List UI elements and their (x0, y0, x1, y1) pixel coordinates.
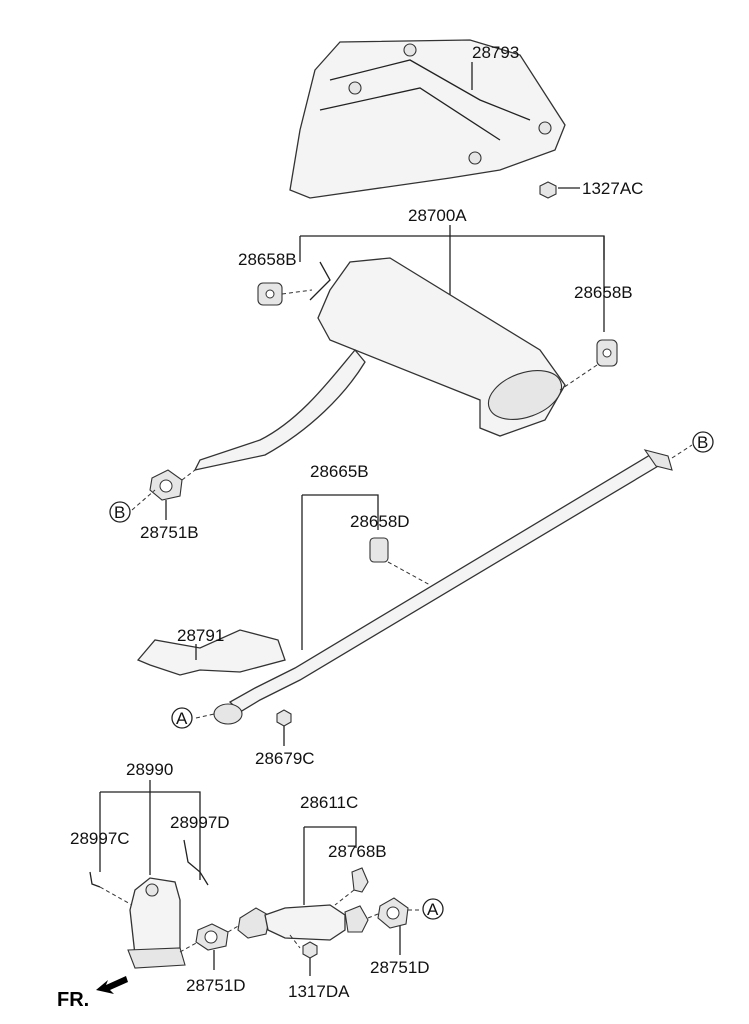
label-1317DA: 1317DA (288, 982, 350, 1001)
label-28997D: 28997D (170, 813, 230, 832)
connector-b-right[interactable]: B (692, 431, 714, 453)
svg-text:B: B (697, 433, 708, 452)
nut-front[interactable] (302, 941, 318, 959)
center-pipe[interactable] (213, 449, 673, 725)
catalytic-converter[interactable] (127, 877, 186, 969)
oxygen-sensor-front[interactable] (89, 871, 101, 888)
nut-center[interactable] (276, 709, 292, 727)
gasket-d-left[interactable] (195, 923, 229, 951)
nut-rear[interactable] (539, 181, 557, 199)
label-28751D-right: 28751D (370, 958, 430, 977)
label-28990: 28990 (126, 760, 173, 779)
label-28658B-right: 28658B (574, 283, 633, 302)
connector-a-center[interactable]: A (171, 707, 193, 729)
label-28611C: 28611C (300, 793, 358, 812)
heat-shield-rear[interactable] (289, 39, 566, 199)
svg-text:A: A (176, 709, 188, 728)
hanger-right[interactable] (596, 339, 618, 367)
gasket-b[interactable] (149, 469, 183, 501)
label-28768B: 28768B (328, 842, 387, 861)
hanger-center[interactable] (369, 537, 389, 563)
muffler[interactable] (193, 257, 568, 471)
label-28700A: 28700A (408, 206, 467, 225)
label-28679C: 28679C (255, 749, 315, 768)
label-28791: 28791 (177, 626, 224, 645)
svg-text:A: A (427, 900, 439, 919)
label-28658B-left: 28658B (238, 250, 297, 269)
connector-a-front[interactable]: A (422, 898, 444, 920)
label-1327AC: 1327AC (582, 179, 643, 198)
label-28997C: 28997C (70, 829, 130, 848)
arrow-front-icon (96, 976, 128, 994)
oxygen-sensor-rear[interactable] (183, 839, 209, 886)
label-28751B: 28751B (140, 523, 199, 542)
label-28658D: 28658D (350, 512, 410, 531)
label-28665B: 28665B (310, 462, 369, 481)
label-28793: 28793 (472, 43, 519, 62)
heat-shield-center[interactable] (136, 629, 286, 676)
hanger-front[interactable] (351, 867, 369, 893)
front-direction-label: FR. (57, 989, 89, 1011)
hanger-left[interactable] (257, 282, 283, 306)
front-pipe[interactable] (237, 904, 369, 941)
gasket-d-right[interactable] (377, 897, 409, 929)
label-28751D-left: 28751D (186, 976, 246, 995)
svg-text:B: B (114, 503, 125, 522)
connector-b-left[interactable]: B (109, 501, 131, 523)
